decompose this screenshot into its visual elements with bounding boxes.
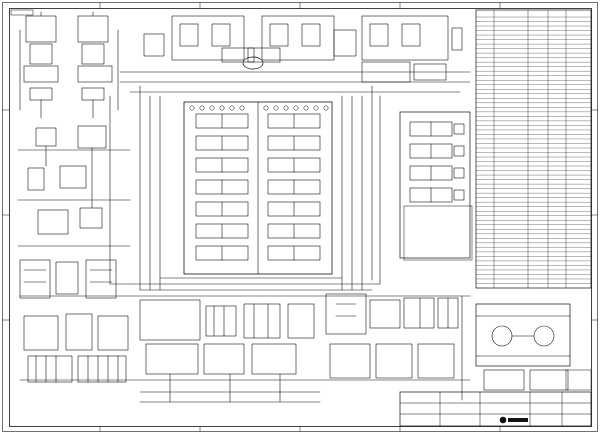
lower-left-actuators	[19, 259, 129, 383]
bottom-right-pump-motor	[461, 295, 571, 401]
top-left-valve-units	[19, 11, 119, 119]
main-control-valve-block	[183, 101, 333, 275]
lower-right-valve-units	[325, 293, 459, 379]
top-centre-pump-group-left	[143, 15, 255, 63]
lower-centre-cylinder-group	[139, 299, 321, 403]
parts-list-row-lines	[475, 16, 592, 284]
left-mid-valves	[17, 125, 131, 247]
inner-border	[9, 8, 592, 427]
company-logo	[499, 416, 528, 424]
parts-list-grid	[475, 9, 592, 289]
notes-frame	[403, 205, 473, 261]
hydraulic-lines-main	[19, 71, 471, 381]
top-left-tag	[10, 9, 34, 16]
control-block-ports	[189, 105, 329, 111]
top-centre-pump-group-right	[247, 15, 357, 63]
right-valve-stack	[399, 111, 471, 259]
title-block-frame	[399, 369, 592, 427]
main-pump-symbol	[242, 56, 264, 70]
